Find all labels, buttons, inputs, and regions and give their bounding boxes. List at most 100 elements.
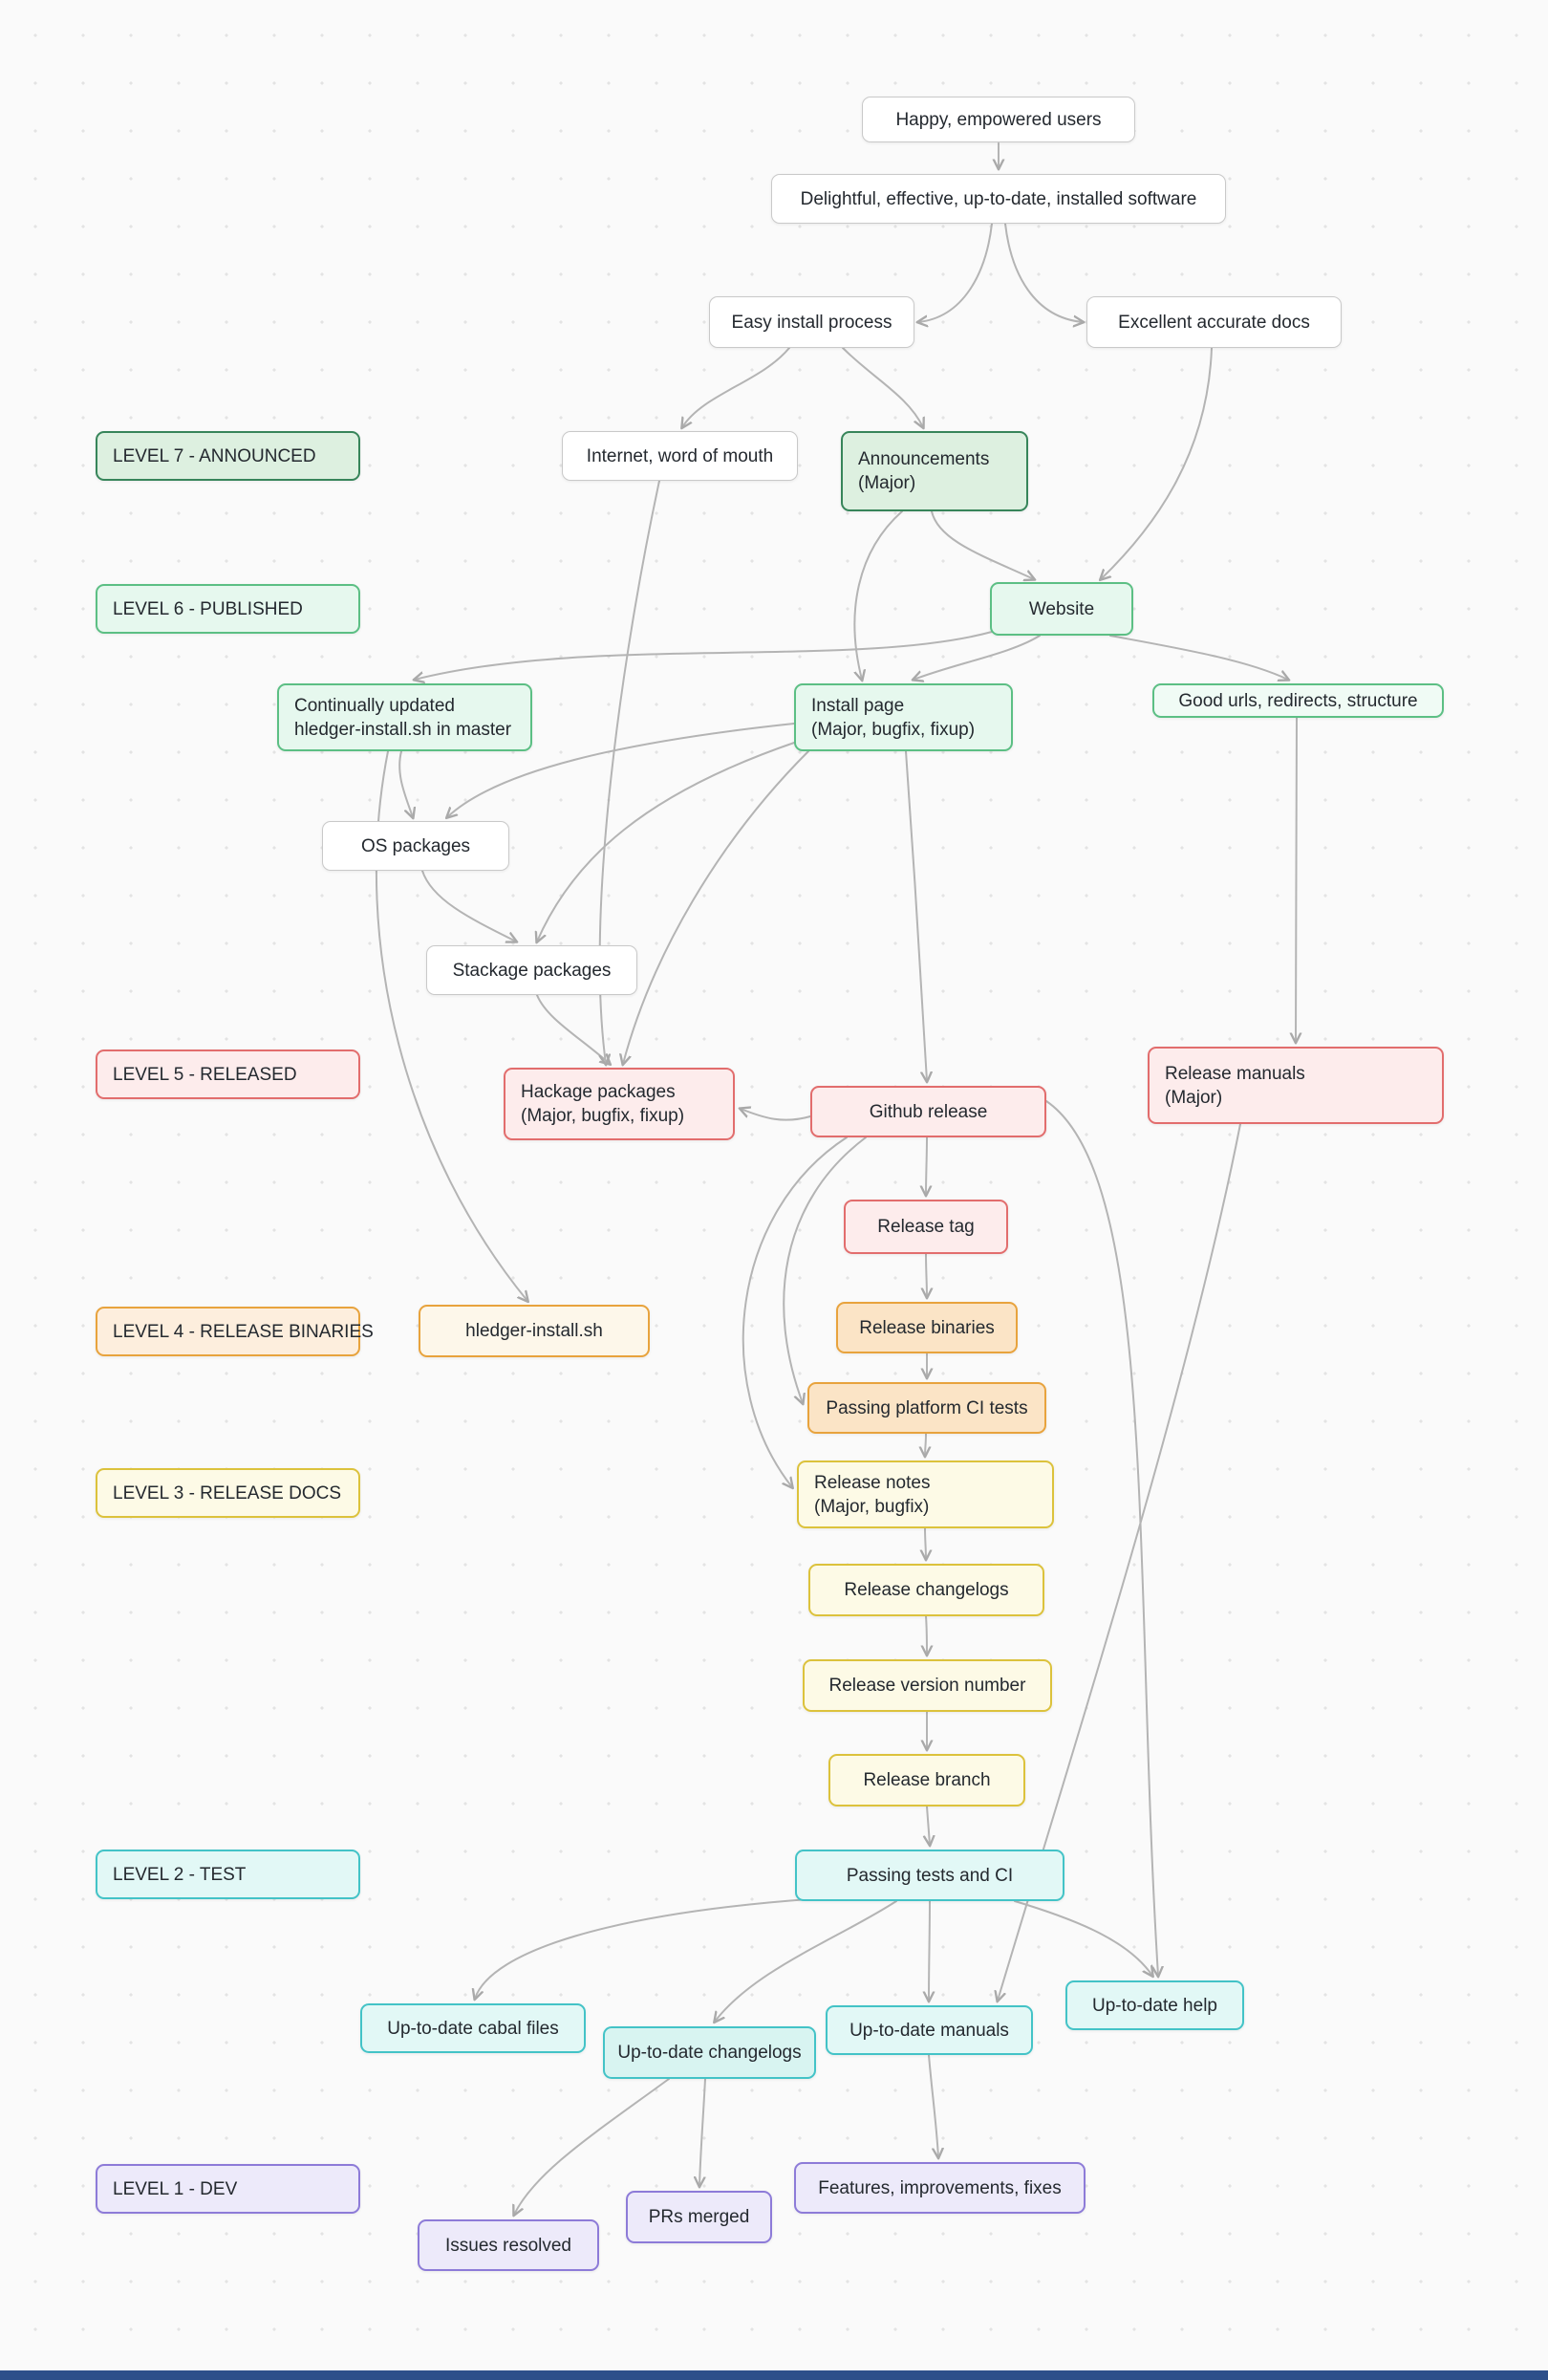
node-label: (Major, bugfix, fixup)	[521, 1106, 685, 1126]
node-utd-manuals: Up-to-date manuals	[826, 2005, 1033, 2055]
node-label: Release tag	[877, 1217, 975, 1237]
edge-utd-changelogs-to-prs-merged	[699, 2078, 706, 2186]
node-passing-ci: Passing platform CI tests	[807, 1382, 1046, 1434]
edge-os-packages-to-stackage	[421, 870, 516, 941]
node-website: Website	[990, 582, 1133, 636]
edge-github-release-to-release-notes	[742, 1136, 848, 1487]
node-label: Happy, empowered users	[895, 109, 1102, 130]
node-release-changelogs: Release changelogs	[808, 1564, 1044, 1616]
node-label: (Major)	[1165, 1087, 1223, 1108]
node-label: OS packages	[360, 835, 471, 856]
edge-stackage-to-hackage	[536, 994, 610, 1064]
node-label: Install page	[811, 695, 905, 716]
node-label: LEVEL 2 - TEST	[113, 1864, 247, 1885]
edge-release-changelogs-to-release-version	[926, 1615, 927, 1655]
edge-github-release-to-release-tag	[926, 1136, 927, 1195]
edge-passing-ci-to-release-notes	[925, 1433, 926, 1456]
node-label: (Major)	[858, 473, 916, 493]
edge-passing-tests-to-utd-help	[1014, 1900, 1152, 1976]
node-level2: LEVEL 2 - TEST	[96, 1850, 360, 1899]
edge-install-page-to-hackage	[623, 750, 809, 1064]
node-label: LEVEL 7 - ANNOUNCED	[113, 445, 316, 466]
edge-utd-manuals-to-features	[928, 2054, 938, 2157]
node-hledger-install-sh: hledger-install.sh	[419, 1305, 650, 1357]
node-label: Hackage packages	[521, 1082, 676, 1102]
edge-release-notes-to-release-changelogs	[925, 1527, 926, 1559]
node-install-page: Install page (Major, bugfix, fixup)	[794, 683, 1013, 751]
node-release-notes: Release notes(Major, bugfix)	[797, 1460, 1054, 1528]
node-release-tag: Release tag	[844, 1200, 1008, 1254]
edge-easy-install-to-announcements	[842, 347, 923, 427]
node-release-branch: Release branch	[828, 1754, 1025, 1807]
edge-easy-install-to-internet	[682, 347, 790, 427]
node-label: Up-to-date manuals	[849, 2020, 1009, 2041]
node-cabal-files: Up-to-date cabal files	[360, 2003, 586, 2053]
edge-install-page-to-stackage	[537, 741, 798, 941]
node-label: Website	[1028, 598, 1095, 619]
node-label: LEVEL 4 - RELEASE BINARIES	[113, 1321, 374, 1342]
node-label: Easy install process	[731, 312, 892, 333]
node-label: Release binaries	[859, 1317, 995, 1338]
node-label: PRs merged	[648, 2207, 750, 2227]
node-label: (Major, bugfix, fixup)	[811, 719, 976, 740]
node-label: Release manuals	[1165, 1063, 1305, 1084]
edge-good-urls-to-release-manuals	[1296, 717, 1297, 1042]
node-features: Features, improvements, fixes	[794, 2162, 1086, 2214]
node-label: Passing tests and CI	[846, 1865, 1014, 1886]
node-label: Github release	[869, 1101, 988, 1122]
edge-release-branch-to-passing-tests	[927, 1806, 930, 1845]
node-utd-help: Up-to-date help	[1065, 1980, 1244, 2030]
edge-website-to-install-page	[914, 635, 1041, 680]
node-label: Delightful, effective, up-to-date, insta…	[800, 188, 1197, 209]
node-label: Announcements	[858, 449, 990, 469]
node-os-packages: OS packages	[322, 821, 509, 871]
node-label: Release version number	[828, 1676, 1026, 1696]
edge-excellent-docs-to-website	[1101, 347, 1213, 579]
node-label: Up-to-date changelogs	[617, 2043, 802, 2063]
node-issues-resolved: Issues resolved	[418, 2219, 599, 2271]
node-label: (Major, bugfix)	[814, 1496, 930, 1517]
node-label: Up-to-date cabal files	[387, 2018, 559, 2039]
node-prs-merged: PRs merged	[626, 2191, 772, 2243]
node-release-version: Release version number	[803, 1659, 1052, 1712]
node-happy: Happy, empowered users	[862, 97, 1135, 142]
node-level5: LEVEL 5 - RELEASED	[96, 1049, 360, 1099]
node-utd-changelogs: Up-to-date changelogs	[603, 2026, 816, 2079]
edge-website-to-good-urls	[1109, 635, 1288, 680]
node-level1: LEVEL 1 - DEV	[96, 2164, 360, 2214]
node-label: Up-to-date help	[1092, 1995, 1217, 2016]
edge-announcements-to-website	[931, 510, 1034, 579]
node-label: LEVEL 3 - RELEASE DOCS	[113, 1482, 342, 1504]
node-label: Features, improvements, fixes	[818, 2177, 1062, 2198]
node-delightful: Delightful, effective, up-to-date, insta…	[771, 174, 1226, 224]
edge-delightful-to-easy-install	[918, 223, 993, 322]
edge-passing-tests-to-cabal-files	[475, 1898, 809, 1999]
node-release-manuals: Release manuals (Major)	[1148, 1047, 1444, 1124]
edge-passing-tests-to-utd-changelogs	[715, 1900, 897, 2022]
edge-github-release-to-passing-ci	[783, 1136, 867, 1403]
node-label: Release branch	[863, 1770, 991, 1790]
node-good-urls: Good urls, redirects, structure	[1152, 683, 1444, 718]
node-internet: Internet, word of mouth	[562, 431, 798, 481]
edge-github-release-to-hackage	[741, 1109, 811, 1121]
node-github-release: Github release	[810, 1086, 1046, 1137]
node-stackage: Stackage packages	[426, 945, 637, 995]
bottom-strip	[0, 2370, 1548, 2380]
node-label: Continually updated	[294, 695, 455, 716]
node-label: Excellent accurate docs	[1118, 312, 1310, 333]
node-label: Internet, word of mouth	[586, 445, 774, 466]
node-level7: LEVEL 7 - ANNOUNCED	[96, 431, 360, 481]
node-level3: LEVEL 3 - RELEASE DOCS	[96, 1468, 360, 1518]
edge-passing-tests-to-utd-manuals	[929, 1900, 930, 2001]
node-label: Release changelogs	[844, 1580, 1009, 1600]
node-easy-install: Easy install process	[709, 296, 914, 348]
node-label: hledger-install.sh in master	[294, 719, 512, 740]
node-label: LEVEL 1 - DEV	[113, 2178, 238, 2199]
node-release-binaries: Release binaries	[836, 1302, 1018, 1353]
node-label: LEVEL 6 - PUBLISHED	[113, 598, 303, 619]
edge-website-to-continually	[415, 631, 993, 680]
edge-continually-to-os-packages	[398, 750, 413, 817]
node-label: Stackage packages	[452, 960, 612, 981]
